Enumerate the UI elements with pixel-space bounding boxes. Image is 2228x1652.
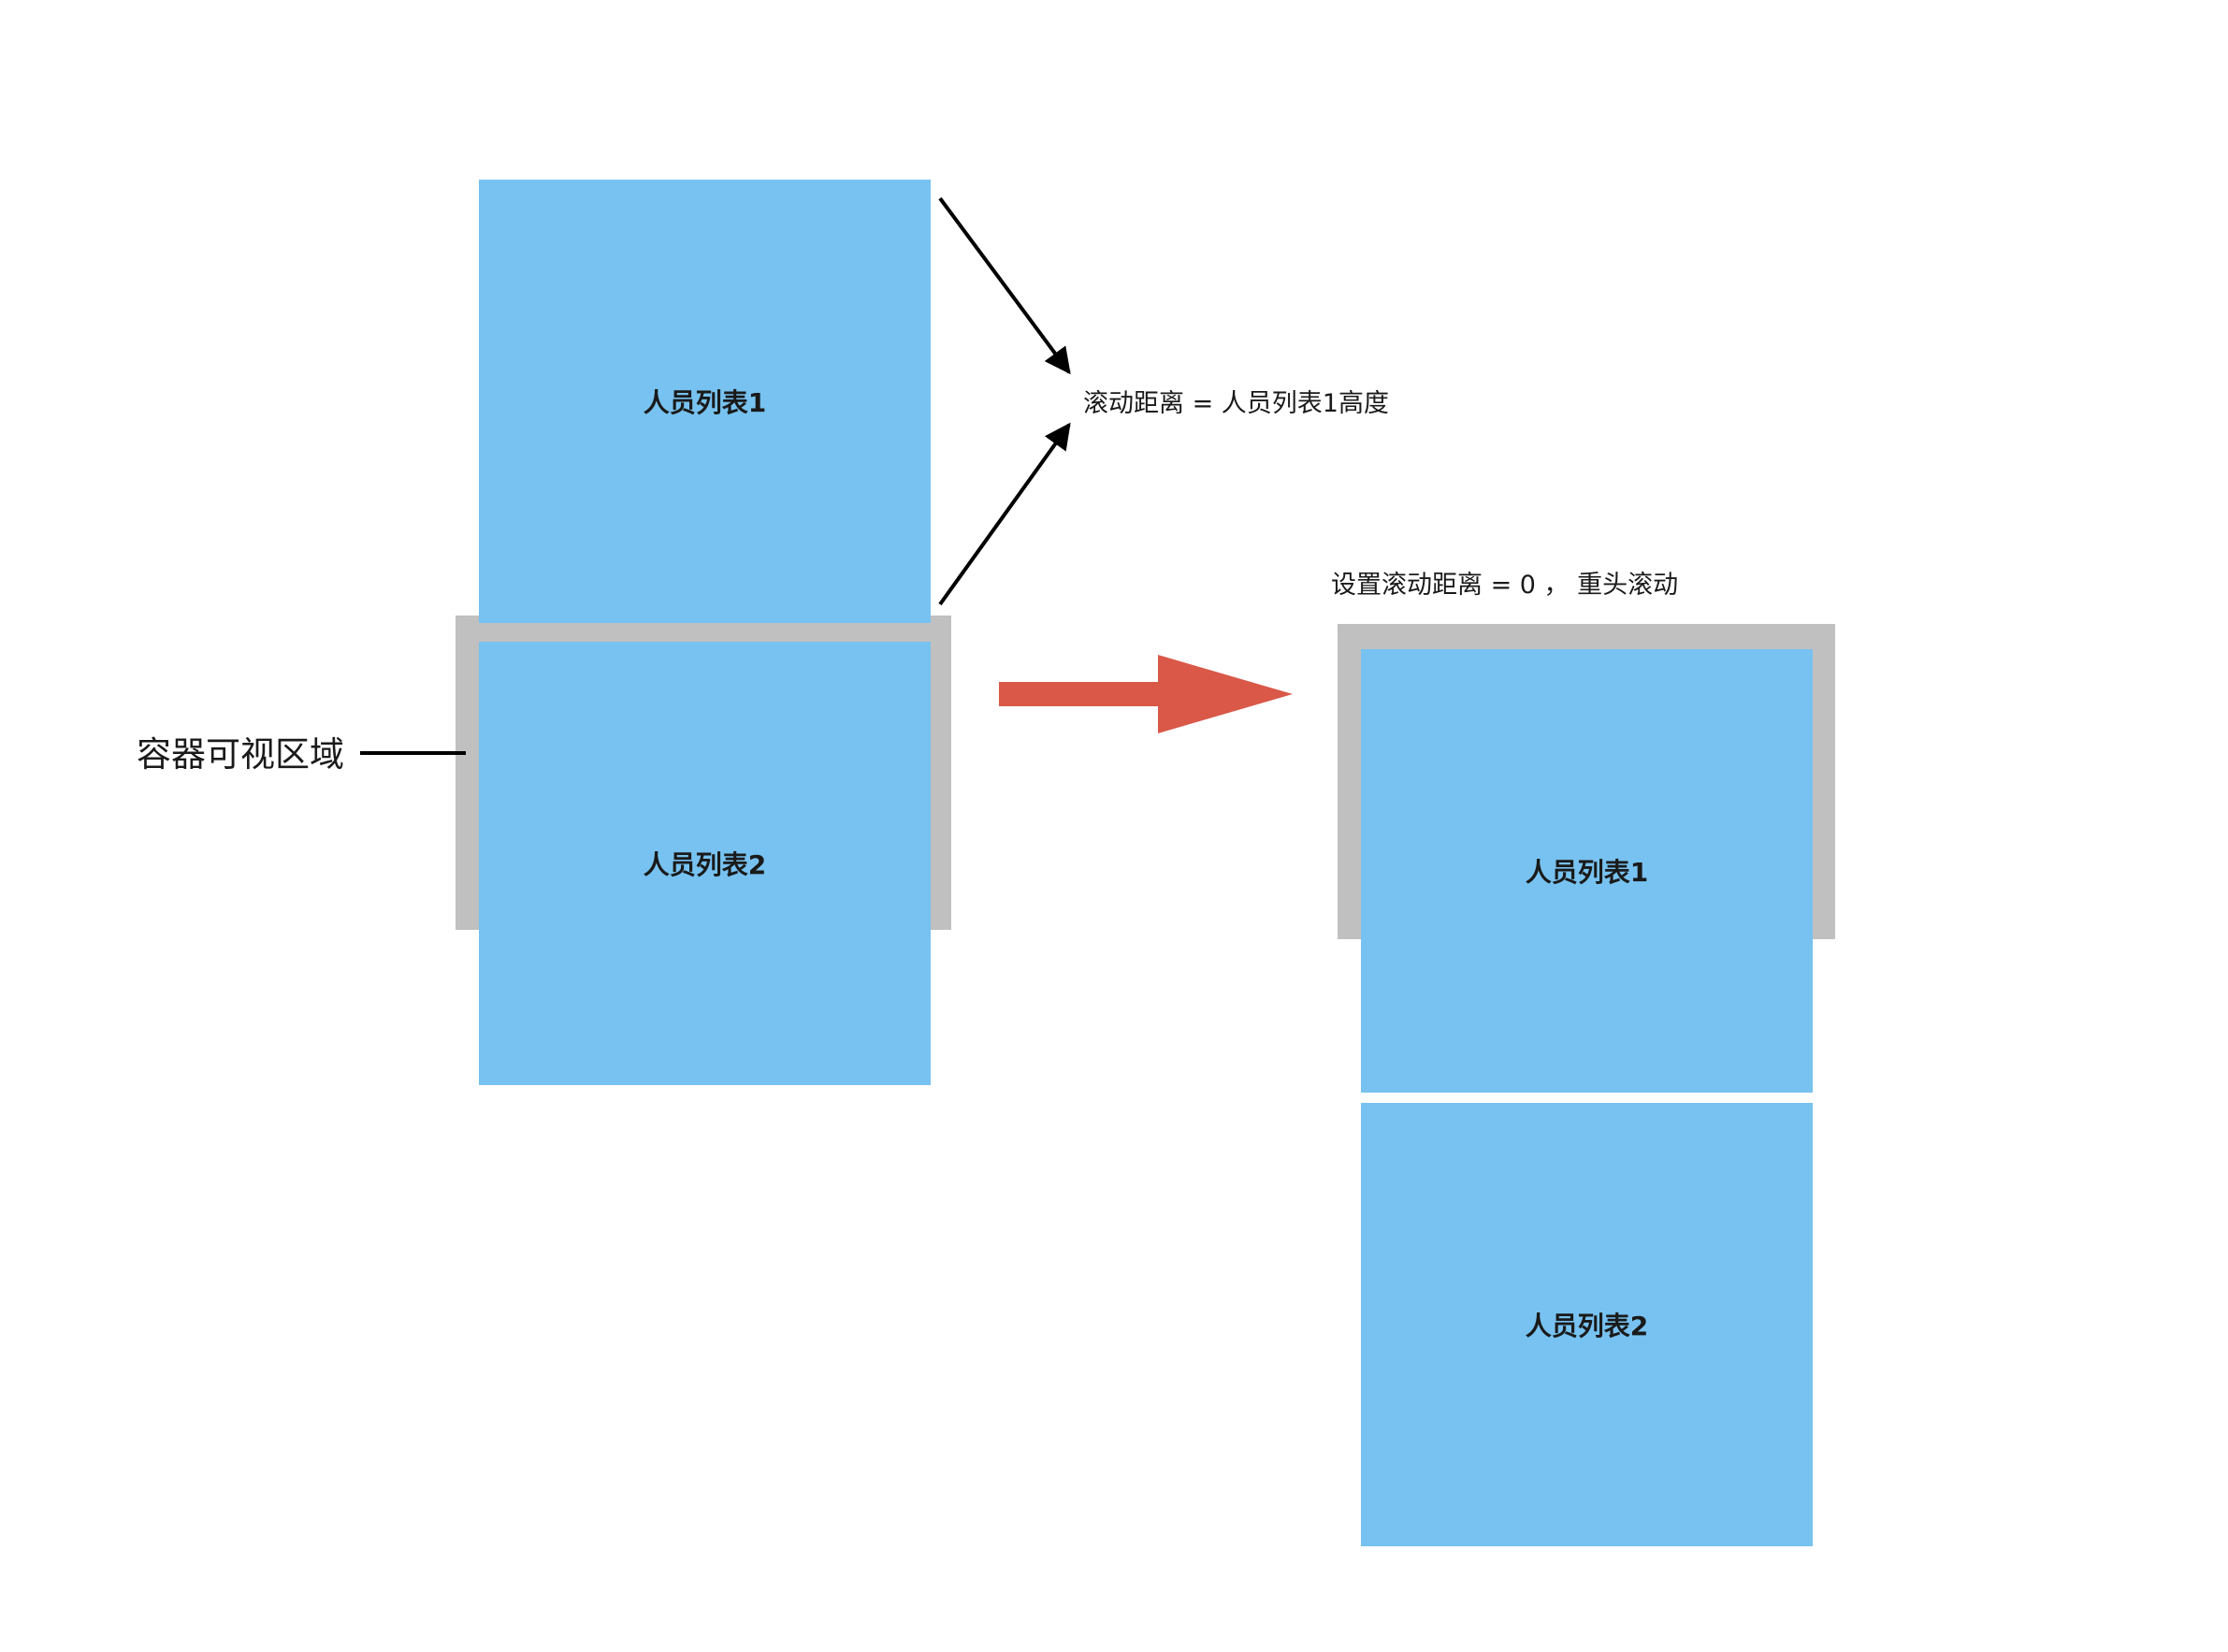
left-list-1: 人员列表1: [479, 180, 931, 623]
right-list-1: 人员列表1: [1361, 649, 1813, 1093]
right-list-2: 人员列表2: [1361, 1103, 1813, 1546]
scroll-arrow-top: [938, 196, 1071, 375]
left-list-2: 人员列表2: [479, 642, 931, 1085]
right-list-2-label: 人员列表2: [1525, 1311, 1649, 1341]
right-list-1-label: 人员列表1: [1525, 857, 1649, 888]
left-list-1-label: 人员列表1: [643, 387, 767, 418]
reset-scroll-annotation: 设置滚动距离 = 0 ， 重头滚动: [1331, 571, 1679, 600]
scroll-distance-annotation: 滚动距离 = 人员列表1高度: [1083, 389, 1389, 418]
transition-arrow: [999, 655, 1293, 733]
scroll-arrow-bottom: [938, 422, 1071, 606]
left-list-2-label: 人员列表2: [643, 849, 767, 880]
container-viewport-label: 容器可视区域: [137, 734, 344, 775]
